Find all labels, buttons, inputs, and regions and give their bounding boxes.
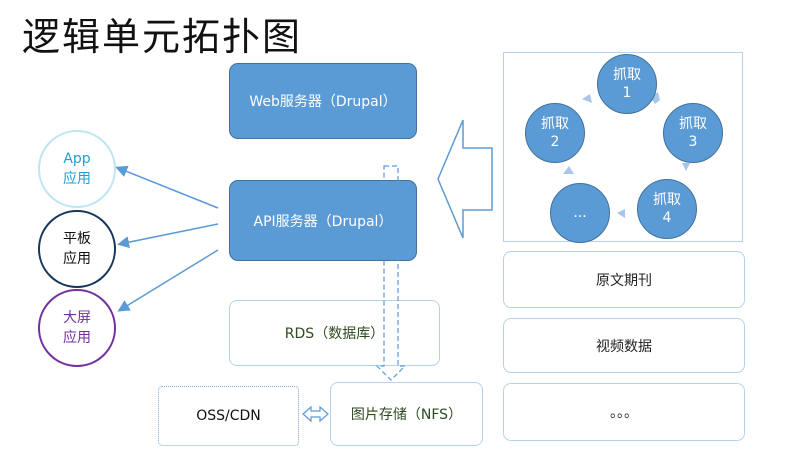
api-to-nfs-dashed-arrow [375,165,407,381]
bigscreen-client-circle: 大屏 应用 [38,289,116,367]
crawl-node-1-label: 抓取 [613,67,641,83]
source-video-box: 视频数据 [503,318,745,373]
app-client-line1: App [63,151,91,167]
app-client-circle: App 应用 [38,130,116,208]
tablet-client-circle: 平板 应用 [38,210,116,288]
source-more-box: 。。。 [503,383,745,441]
crawl-node-1: 抓取 1 [597,54,657,114]
nfs-label: 图片存储（NFS） [350,407,463,423]
web-server-label: Web服务器（Drupal） [249,94,397,110]
cycle-arrow-1-3 [650,92,660,104]
crawl-node-more-label: ... [573,205,587,221]
crawl-node-4: 抓取 4 [637,179,697,239]
cycle-arrow-4-dots [617,209,625,218]
crawl-node-4-label: 抓取 [653,192,681,208]
cycle-arrow-2-1 [582,94,592,103]
crawl-node-2-num: 2 [550,134,560,150]
crawl-node-2: 抓取 2 [525,103,585,163]
rds-database-box: RDS（数据库） [229,300,440,366]
source-journals-label: 原文期刊 [596,272,652,289]
source-video-label: 视频数据 [596,338,652,355]
api-to-tablet-arrow [117,223,219,249]
source-more-label: 。。。 [610,405,638,421]
crawl-node-3-num: 3 [688,134,698,150]
cycle-arrow-3-4 [682,163,690,171]
bigscreen-client-line2: 应用 [63,330,91,346]
crawl-cycle-arrows [563,92,690,218]
crawl-node-3-label: 抓取 [679,116,707,132]
api-server-box: API服务器（Drupal） [229,180,417,261]
api-to-app-arrow [115,165,219,209]
bigscreen-client-line1: 大屏 [63,310,91,326]
nfs-storage-box: 图片存储（NFS） [330,382,483,446]
oss-nfs-sync-arrow [302,405,329,423]
web-server-box: Web服务器（Drupal） [229,63,417,139]
cycle-arrow-dots-2 [563,166,574,174]
crawl-node-more: ... [550,183,610,243]
tablet-client-line1: 平板 [63,231,91,247]
oss-cdn-label: OSS/CDN [196,408,261,424]
crawl-node-1-num: 1 [622,85,632,101]
api-to-bigscreen-arrow [117,249,219,312]
oss-cdn-box: OSS/CDN [158,386,299,446]
ingest-big-arrow [437,119,493,239]
rds-label: RDS（数据库） [284,326,385,342]
app-client-line2: 应用 [63,171,91,187]
crawl-node-3: 抓取 3 [663,103,723,163]
api-server-label: API服务器（Drupal） [253,213,393,230]
tablet-client-line2: 应用 [63,251,91,267]
crawl-node-2-label: 抓取 [541,116,569,132]
page-title: 逻辑单元拓扑图 [22,15,303,59]
source-journals-box: 原文期刊 [503,251,745,308]
crawl-node-4-num: 4 [662,210,672,226]
